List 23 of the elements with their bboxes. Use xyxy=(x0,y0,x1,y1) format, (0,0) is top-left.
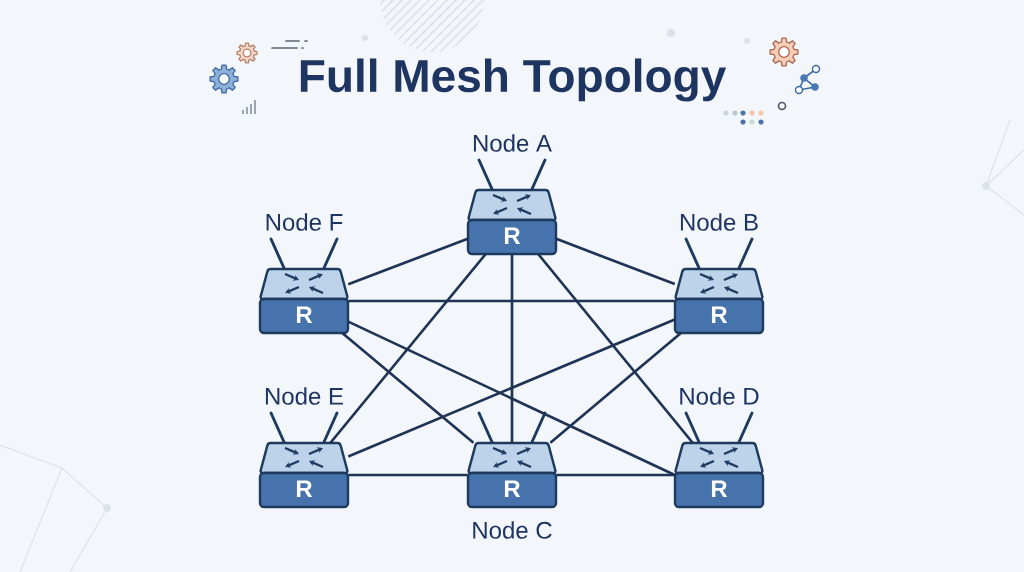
title: Full Mesh Topology xyxy=(300,58,727,102)
connector-line xyxy=(348,473,468,477)
connector-line xyxy=(555,237,676,286)
node-label: Node F xyxy=(266,213,343,231)
node-label: Node D xyxy=(680,387,759,405)
router: R xyxy=(258,411,350,509)
connector-line xyxy=(347,237,469,286)
connector-line xyxy=(348,299,675,303)
router: R xyxy=(673,411,765,509)
connector-line xyxy=(341,332,475,444)
connector-line xyxy=(537,253,694,444)
router: R xyxy=(258,237,350,335)
connector-line xyxy=(510,254,514,443)
router: R xyxy=(466,411,558,509)
node-label: Node C xyxy=(473,521,552,539)
connector-line xyxy=(549,332,682,444)
connector-line xyxy=(329,253,487,444)
node-label: Node A xyxy=(473,134,552,152)
router: R xyxy=(673,237,765,335)
node-label: Node B xyxy=(680,213,758,231)
router: R xyxy=(466,158,558,256)
connector-line xyxy=(556,473,675,477)
node-label: Node E xyxy=(265,387,343,405)
